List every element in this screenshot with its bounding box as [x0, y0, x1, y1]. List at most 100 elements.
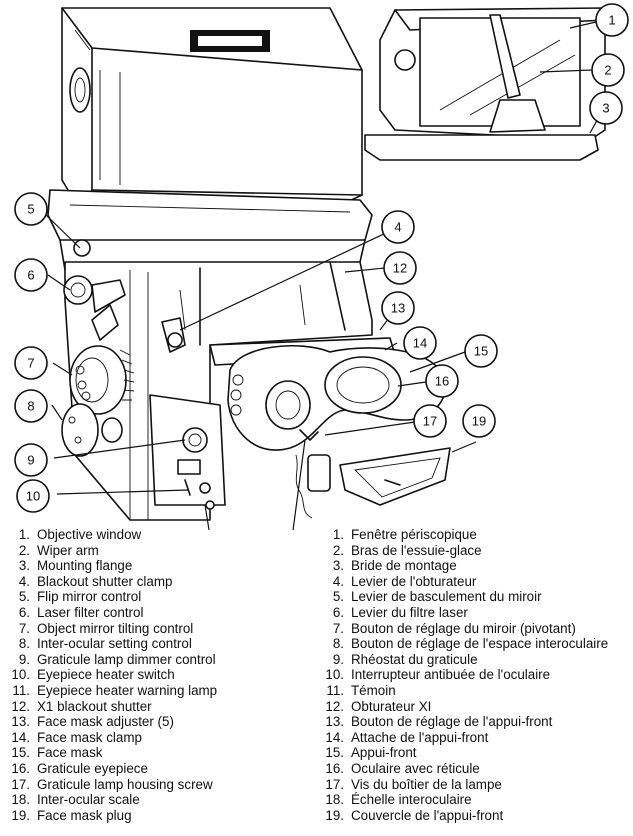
legend-en-item-label: Face mask plug: [37, 807, 132, 823]
legend-en-item-9: 9. Graticule lamp dimmer control: [6, 652, 217, 668]
svg-text:14: 14: [413, 336, 427, 351]
svg-text:1: 1: [608, 13, 615, 28]
callout-6: 6: [14, 258, 48, 292]
legend-en-item-15: 15. Face mask: [6, 745, 217, 761]
legend-en-item-label: Graticule lamp dimmer control: [37, 651, 216, 667]
callout-4: 4: [381, 210, 415, 244]
legend-fr-item-4: 4.Levier de l'obturateur: [320, 574, 608, 590]
svg-text:7: 7: [27, 356, 34, 371]
legend-en-item-number: 11.: [12, 682, 30, 698]
legend-en-item-number: 4.: [18, 573, 30, 589]
legend-en-item-label: Face mask adjuster (5): [37, 714, 174, 730]
legend-en-item-label: Eyepiece heater warning lamp: [37, 682, 218, 698]
legend-en-item-8: 8. Inter-ocular setting control: [6, 636, 217, 652]
legend-fr-item-label: Bras de l'essuie-glace: [351, 542, 482, 558]
legend-en-item-label: Object mirror tilting control: [37, 620, 194, 636]
face-mask-plug: [339, 447, 451, 506]
legend-en-item-number: 13.: [11, 714, 30, 730]
legend-fr-item-14: 14.Attache de l'appui-front: [320, 730, 608, 746]
legend-fr-item-number: 3.: [332, 558, 344, 574]
legend-fr-item-label: Obturateur XI: [351, 698, 432, 714]
legend-fr-item-16: 16.Oculaire avec réticule: [320, 761, 608, 777]
legend-en-item-number: 14.: [11, 729, 30, 745]
legend-en-item-11: 11. Eyepiece heater warning lamp: [6, 683, 217, 699]
legend-fr-item-number: 17.: [325, 776, 344, 792]
legend-fr-item-17: 17. Vis du boîtier de la lampe: [320, 777, 608, 793]
legend-fr-item-label: Levier de l'obturateur: [351, 573, 477, 589]
legend-en-item-19: 19.Face mask plug: [6, 808, 217, 824]
legend-fr-item-12: 12. Obturateur XI: [320, 699, 608, 715]
legend-en-item-number: 17.: [11, 776, 30, 792]
legend-en-item-2: 2. Wiper arm: [6, 543, 217, 559]
legend-fr-item-number: 15.: [325, 745, 344, 761]
legend-fr-item-number: 7.: [332, 620, 344, 636]
callout-13: 13: [381, 291, 415, 325]
legend-fr-item-number: 19.: [325, 807, 344, 823]
callout-19: 19: [462, 404, 496, 438]
legend-fr-item-label: Levier du filtre laser: [351, 604, 468, 620]
callout-5: 5: [14, 192, 48, 226]
legend-en-item-number: 7.: [18, 620, 30, 636]
legend-fr-item-number: 12.: [325, 698, 344, 714]
callout-1: 1: [595, 3, 629, 37]
legend-en-item-7: 7. Object mirror tilting control: [6, 621, 217, 637]
legend-fr-item-18: 18.Échelle interoculaire: [320, 792, 608, 808]
legend-fr-item-7: 7.Bouton de réglage du miroir (pivotant): [320, 621, 608, 637]
callout-12: 12: [383, 251, 417, 285]
legend-en-item-label: Inter-ocular setting control: [37, 636, 192, 652]
svg-text:5: 5: [27, 202, 34, 217]
collar: [47, 189, 373, 271]
face-mask-assembly: [227, 344, 446, 519]
callout-16: 16: [425, 364, 459, 398]
legend-en-item-12: 12.X1 blackout shutter: [6, 699, 217, 715]
legend-en-item-number: 8.: [18, 636, 30, 652]
legend-en-item-number: 9.: [18, 651, 30, 667]
svg-text:17: 17: [423, 414, 437, 429]
legend-fr-item-number: 13.: [325, 714, 344, 730]
legend-en-item-label: Inter-ocular scale: [37, 792, 140, 808]
legend-en-item-number: 3.: [18, 558, 30, 574]
objective-window-inset: [364, 7, 606, 161]
callout-10: 10: [16, 479, 50, 513]
legend-en-item-10: 10.Eyepiece heater switch: [6, 667, 217, 683]
legend-en-item-number: 10.: [11, 667, 30, 683]
svg-text:4: 4: [394, 220, 401, 235]
legend-fr-item-number: 14.: [325, 729, 344, 745]
legend-en-item-label: Wiper arm: [37, 542, 99, 558]
periscope-head: [61, 7, 363, 211]
legend-en-item-5: 5.Flip mirror control: [6, 589, 217, 605]
legend-fr-item-15: 15.Appui-front: [320, 745, 608, 761]
legend-en-item-label: Face mask clamp: [37, 729, 142, 745]
legend-en-item-label: Face mask: [37, 745, 103, 761]
callout-3: 3: [589, 91, 623, 125]
legend-fr-item-19: 19. Couvercle de l'appui-front: [320, 808, 608, 824]
svg-text:19: 19: [472, 414, 486, 429]
svg-text:2: 2: [604, 63, 611, 78]
legend-fr-item-label: Rhéostat du graticule: [351, 651, 478, 667]
svg-text:12: 12: [393, 261, 407, 276]
svg-text:13: 13: [391, 301, 405, 316]
svg-text:6: 6: [27, 268, 34, 283]
callout-14: 14: [403, 326, 437, 360]
callout-8: 8: [14, 389, 48, 423]
legend-en-item-label: Graticule eyepiece: [37, 760, 148, 776]
legend-en-item-number: 15.: [11, 745, 30, 761]
legend-fr-item-number: 18.: [325, 792, 344, 808]
legend-fr-item-number: 11.: [326, 682, 344, 698]
legend-fr-item-label: Bouton de réglage de l'appui-front: [351, 714, 553, 730]
legend-fr-item-number: 5.: [332, 589, 344, 605]
legend-en-item-number: 2.: [18, 542, 30, 558]
legend-en-item-label: Blackout shutter clamp: [37, 573, 173, 589]
left-controls: [61, 239, 135, 457]
svg-text:15: 15: [474, 344, 488, 359]
legend-fr-item-label: Vis du boîtier de la lampe: [351, 776, 502, 792]
svg-text:3: 3: [602, 101, 609, 116]
callout-7: 7: [14, 346, 48, 380]
legend-fr-item-label: Témoin: [351, 682, 396, 698]
legend-fr-item-label: Couvercle de l'appui-front: [351, 807, 504, 823]
callout-2: 2: [591, 53, 625, 87]
shutter-clamp: [161, 317, 186, 353]
legend-fr-item-8: 8.Bouton de réglage de l'espace interocu…: [320, 636, 608, 652]
legend-fr-item-number: 10.: [325, 667, 344, 683]
